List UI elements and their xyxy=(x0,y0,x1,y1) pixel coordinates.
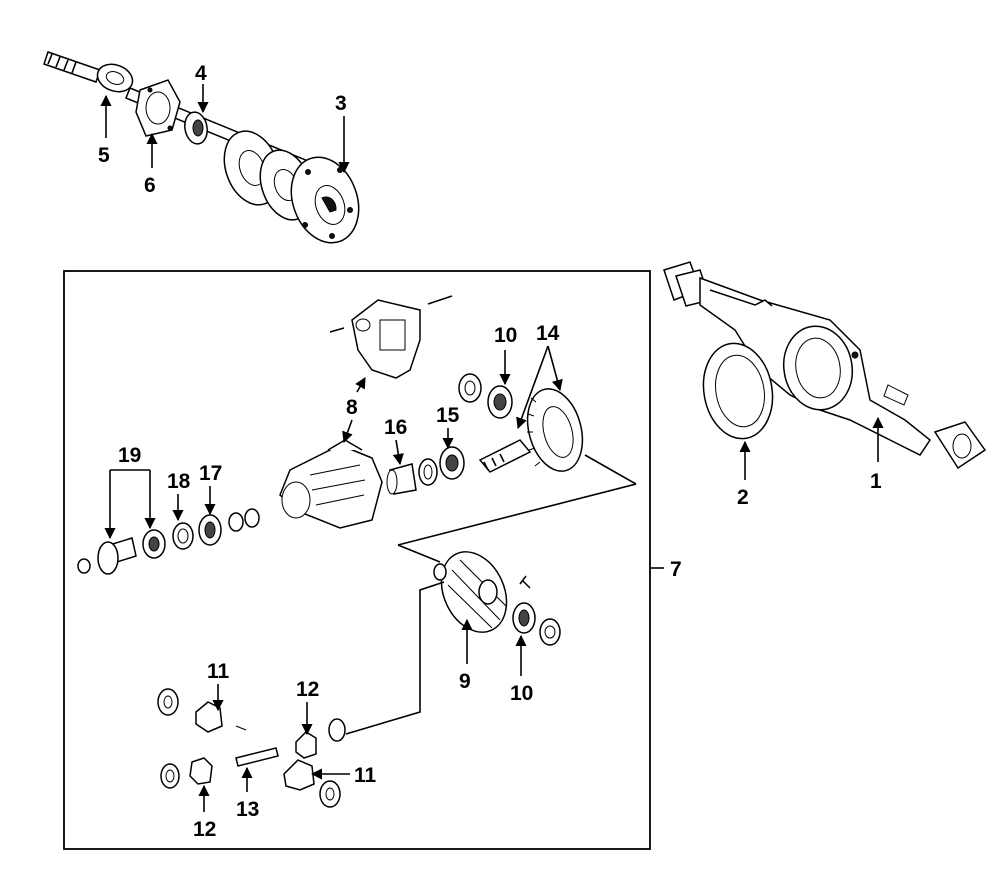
callout-4: 4 xyxy=(195,62,209,114)
svg-text:9: 9 xyxy=(459,670,471,693)
svg-text:1: 1 xyxy=(870,470,882,493)
svg-text:11: 11 xyxy=(207,660,230,683)
pinion-bearing xyxy=(418,446,465,486)
side-bearing-upper xyxy=(458,373,513,419)
ring-and-pinion xyxy=(478,388,584,473)
callout-13: 13 xyxy=(236,766,259,821)
callout-17: 17 xyxy=(199,462,222,516)
svg-text:5: 5 xyxy=(98,144,110,167)
callout-1: 1 xyxy=(870,416,884,493)
svg-text:11: 11 xyxy=(354,764,377,787)
leader-line xyxy=(397,544,441,563)
svg-text:17: 17 xyxy=(199,462,222,485)
svg-text:8: 8 xyxy=(346,396,358,419)
callout-10-lower: 10 xyxy=(510,634,533,705)
callout-6: 6 xyxy=(144,132,158,197)
svg-text:2: 2 xyxy=(737,486,749,509)
svg-text:15: 15 xyxy=(436,404,460,427)
callout-14: 14 xyxy=(516,322,563,430)
axle-shaft-assembly xyxy=(43,51,360,244)
callout-18: 18 xyxy=(167,470,191,522)
side-bearing-lower xyxy=(512,602,561,646)
svg-text:18: 18 xyxy=(167,470,191,493)
svg-text:16: 16 xyxy=(384,416,407,439)
callout-5: 5 xyxy=(98,94,112,167)
differential-case xyxy=(433,551,531,633)
callout-11-lower: 11 xyxy=(310,764,377,787)
callout-12-upper: 12 xyxy=(296,678,319,736)
svg-text:13: 13 xyxy=(236,798,259,821)
svg-text:10: 10 xyxy=(510,682,533,705)
leader-line xyxy=(584,454,637,485)
callout-19: 19 xyxy=(104,444,156,540)
leader-line xyxy=(345,581,445,735)
svg-text:12: 12 xyxy=(296,678,319,701)
axle-housing-assembly xyxy=(663,261,987,470)
leader-line xyxy=(397,483,637,546)
svg-text:3: 3 xyxy=(335,92,347,115)
callout-11-upper: 11 xyxy=(207,660,230,712)
svg-text:4: 4 xyxy=(195,62,207,85)
callout-2: 2 xyxy=(737,440,751,509)
svg-text:10: 10 xyxy=(494,324,517,347)
callout-3: 3 xyxy=(335,92,350,174)
svg-text:6: 6 xyxy=(144,174,156,197)
carrier-assembly-box xyxy=(63,270,651,850)
callout-10-upper: 10 xyxy=(494,324,517,386)
bearing-cap-and-carrier xyxy=(279,295,453,529)
callout-15: 15 xyxy=(436,404,460,450)
callout-12-lower: 12 xyxy=(193,784,216,841)
svg-text:7: 7 xyxy=(670,558,682,581)
svg-text:19: 19 xyxy=(118,444,141,467)
svg-text:12: 12 xyxy=(193,818,216,841)
callout-9: 9 xyxy=(459,618,473,693)
svg-text:14: 14 xyxy=(536,322,560,345)
pinion-front-parts xyxy=(77,508,260,575)
collapsible-spacer xyxy=(386,463,417,495)
callout-7: 7 xyxy=(650,558,682,581)
differential-gears xyxy=(157,688,346,808)
callout-16: 16 xyxy=(384,416,407,466)
callout-8: 8 xyxy=(342,377,366,444)
